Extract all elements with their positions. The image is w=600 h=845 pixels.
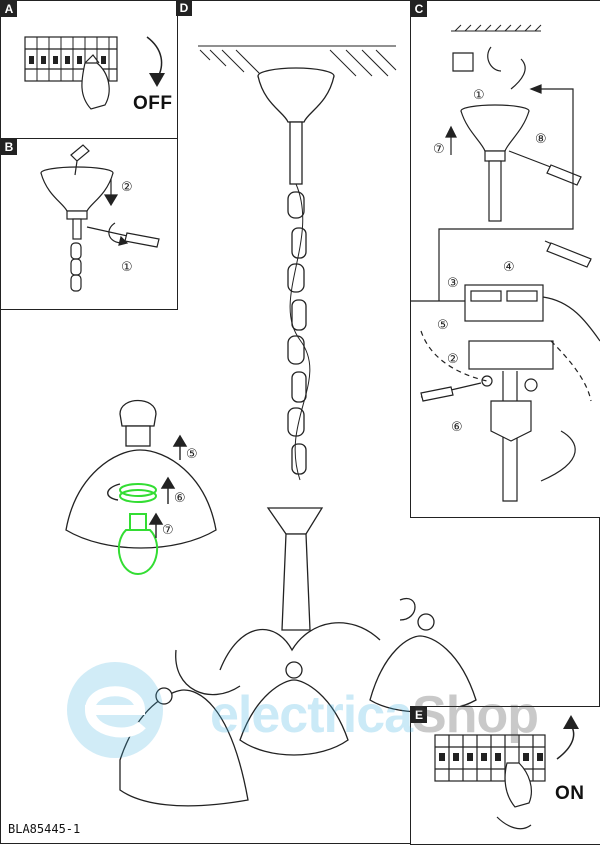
- callout-top-1: ①: [473, 88, 485, 103]
- callout-wire-2: ②: [447, 352, 459, 367]
- panel-letter: C: [411, 1, 427, 17]
- callout-wire-4: ④: [503, 260, 515, 275]
- callout-wire-5: ⑤: [437, 318, 449, 333]
- off-label: OFF: [133, 93, 173, 114]
- bulb-shade-detail: ⑤ ⑥ ⑦: [65, 400, 217, 576]
- panel-letter: A: [1, 1, 17, 17]
- panel-c-wiring: C: [410, 0, 600, 518]
- canopy-illustration: ② ①: [40, 144, 160, 292]
- model-code: BLA85445-1: [8, 822, 81, 836]
- breaker-box-on-illustration: [434, 715, 579, 830]
- rotate-arrow-icon: [146, 36, 163, 80]
- panel-d-assembly: D: [176, 0, 410, 844]
- rotate-arrow-icon: [556, 724, 575, 760]
- wiring-illustration: ① ⑦ ⑧ ③ ④ ⑤ ② ⑥: [411, 24, 600, 502]
- on-label: ON: [555, 783, 585, 804]
- callout-wire-6: ⑥: [451, 420, 463, 435]
- panel-e-switch-on: E ON: [410, 706, 600, 845]
- panel-letter: E: [411, 707, 427, 723]
- bulb-callout-6: ⑥: [174, 491, 186, 506]
- callout-1: ①: [121, 260, 133, 275]
- panel-a-switch-off: A OFF: [0, 0, 178, 140]
- panel-letter: B: [1, 139, 17, 155]
- bulb-callout-7: ⑦: [162, 523, 174, 538]
- bulb-callout-5: ⑤: [186, 447, 198, 462]
- panel-b-canopy-removal: B ② ①: [0, 138, 178, 310]
- bulb-highlight: [117, 483, 159, 576]
- callout-top-8: ⑧: [535, 132, 547, 147]
- callout-top-7: ⑦: [433, 142, 445, 157]
- panel-letter: D: [176, 0, 192, 16]
- breaker-box-illustration: [24, 36, 165, 110]
- callout-wire-3: ③: [447, 276, 459, 291]
- callout-2: ②: [121, 180, 133, 195]
